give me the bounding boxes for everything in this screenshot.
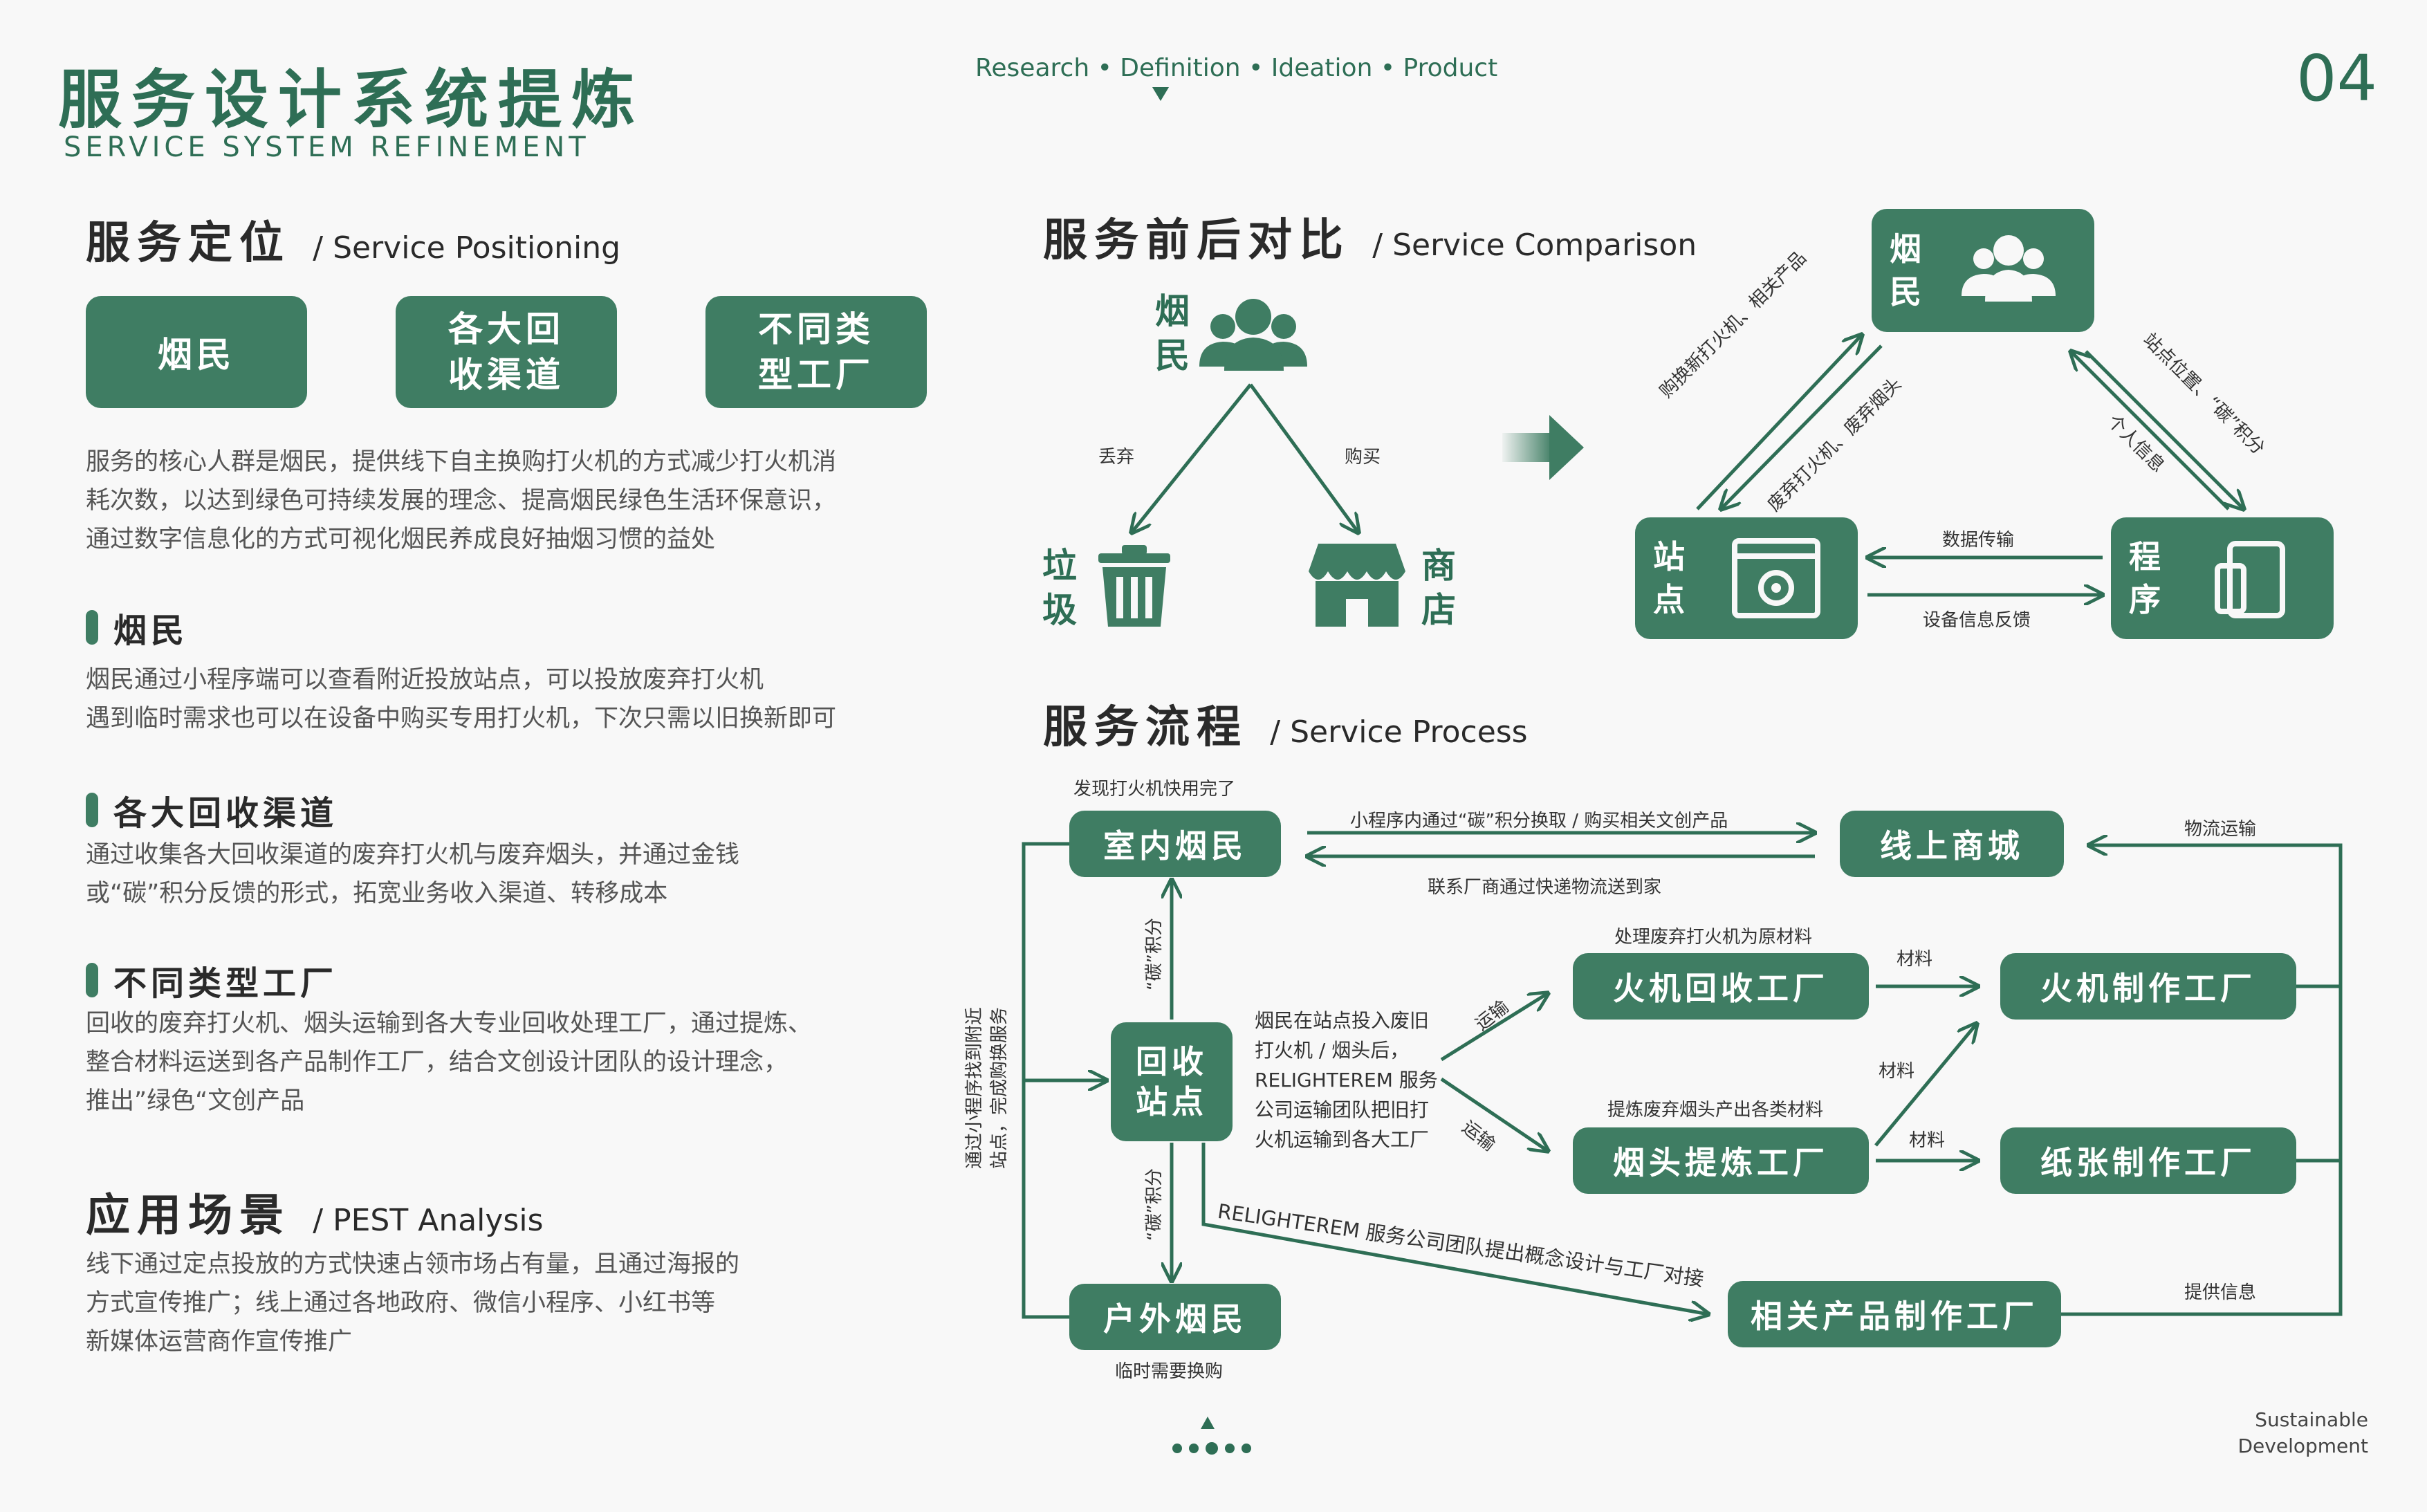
nav-separator: • — [1380, 54, 1396, 82]
before-people-icon — [1199, 299, 1307, 371]
footer-caption: Sustainable Development — [2237, 1408, 2369, 1457]
nav-item-product[interactable]: Product — [1403, 54, 1498, 82]
after-app-box: 程序 — [2111, 517, 2334, 639]
after-station-box: 站点 — [1635, 517, 1858, 639]
positioning-paragraph: 服务的核心人群是烟民，提供线下自主换购打火机的方式减少打火机消 耗次数，以达到绿… — [86, 448, 837, 553]
node-butt-refine-factory: 烟头提炼工厂 — [1573, 1127, 1869, 1194]
scenario-title: 应用场景 / PEST Analysis — [86, 1190, 544, 1242]
positioning-subtitle: / Service Positioning — [313, 230, 621, 266]
process-title: 服务流程 / Service Process — [1043, 702, 1528, 753]
page-subtitle: SERVICE SYSTEM REFINEMENT — [64, 131, 590, 163]
node-related-product-factory: 相关产品制作工厂 — [1728, 1281, 2061, 1347]
label-material-3: 材料 — [1909, 1130, 1946, 1151]
top-nav: Research • Definition • Ideation • Produ… — [975, 54, 1497, 82]
label-material-2: 材料 — [1879, 1061, 1915, 1082]
page-number: 04 — [2296, 42, 2378, 116]
after-app-phone-icon — [2215, 541, 2285, 618]
nav-item-definition[interactable]: Definition — [1120, 54, 1241, 82]
label-logistics: 物流运输 — [2184, 819, 2257, 840]
nav-separator: • — [1097, 54, 1112, 82]
nav-item-research[interactable]: Research — [975, 54, 1090, 82]
scenario-subtitle: / PEST Analysis — [313, 1203, 544, 1238]
section-heading-recycling: 各大回收渠道 — [86, 786, 338, 834]
label-found-used: 发现打火机快用完了 — [1073, 779, 1236, 800]
pagination-dots — [1172, 1417, 1251, 1455]
node-lighter-make-factory: 火机制作工厂 — [2000, 953, 2296, 1020]
page-title: 服务设计系统提炼 — [58, 63, 645, 137]
node-lighter-recycle-factory: 火机回收工厂 — [1573, 953, 1869, 1020]
section-text-factories: 回收的废弃打火机、烟头运输到各大专业回收处理工厂，通过提炼、 整合材料运送到各产… — [86, 1010, 813, 1115]
node-outdoor-smoker: 户外烟民 — [1069, 1284, 1281, 1350]
label-refine-butt: 提炼废弃烟头产出各类材料 — [1607, 1100, 1824, 1121]
after-edge-data-label: 数据传输 — [1942, 530, 2015, 551]
node-recycle-station: 回收 站点 — [1111, 1022, 1233, 1141]
section-text-recycling: 通过收集各大回收渠道的废弃打火机与废弃烟头，并通过金钱 或“碳”积分反馈的形式，… — [86, 841, 740, 907]
transition-arrow-icon — [1502, 415, 1584, 480]
node-indoor-smoker: 室内烟民 — [1069, 811, 1281, 877]
nav-item-ideation[interactable]: Ideation — [1271, 54, 1373, 82]
before-discard-label: 丢弃 — [1098, 447, 1135, 468]
node-online-mall: 线上商城 — [1840, 811, 2064, 877]
before-buy-label: 购买 — [1345, 447, 1381, 468]
label-process-lighter: 处理废弃打火机为原材料 — [1614, 927, 1813, 948]
nav-indicator-icon — [1152, 87, 1169, 101]
section-heading-smoker: 烟民 — [86, 603, 188, 652]
after-station-device-icon — [1732, 538, 1820, 618]
after-people-icon — [1962, 235, 2056, 302]
comparison-title: 服务前后对比 / Service Comparison — [1043, 215, 1697, 266]
label-deposit-text: 烟民在站点投入废旧 打火机 / 烟头后， RELIGHTEREM 服务 公司运输… — [1255, 1009, 1438, 1151]
label-provide-info: 提供信息 — [2184, 1282, 2257, 1303]
comparison-subtitle: / Service Comparison — [1372, 228, 1697, 263]
section-text-smoker: 烟民通过小程序端可以查看附近投放站点，可以投放废弃打火机 遇到临时需求也可以在设… — [86, 666, 837, 732]
positioning-title: 服务定位 / Service Positioning — [86, 218, 621, 269]
process-subtitle: / Service Process — [1270, 714, 1528, 750]
nav-separator: • — [1248, 54, 1264, 82]
before-shop-label: 商店 — [1421, 546, 1456, 630]
positioning-box-factories: 不同类 型工厂 — [705, 296, 927, 408]
after-edge-feedback-label: 设备信息反馈 — [1923, 610, 2031, 631]
scenario-paragraph: 线下通过定点投放的方式快速占领市场占有量，且通过海报的 方式宣传推广；线上通过各… — [86, 1251, 740, 1356]
node-paper-make-factory: 纸张制作工厂 — [2000, 1127, 2296, 1194]
before-trash-label: 垃圾 — [1042, 546, 1077, 630]
after-smoker-box: 烟民 — [1872, 209, 2094, 332]
trash-icon — [1098, 545, 1170, 627]
positioning-box-smoker: 烟民 — [86, 296, 307, 408]
label-temp-need: 临时需要换购 — [1115, 1361, 1224, 1382]
positioning-box-recycling-channels: 各大回 收渠道 — [396, 296, 617, 408]
label-contact-factory: 联系厂商通过快递物流送到家 — [1428, 877, 1662, 898]
label-exchange-online: 小程序内通过“碳”积分换取 / 购买相关文创产品 — [1350, 811, 1728, 831]
shop-icon — [1309, 544, 1405, 627]
before-smoker-label: 烟民 — [1155, 291, 1190, 376]
section-heading-factories: 不同类型工厂 — [86, 956, 338, 1004]
label-material-1: 材料 — [1897, 949, 1933, 970]
